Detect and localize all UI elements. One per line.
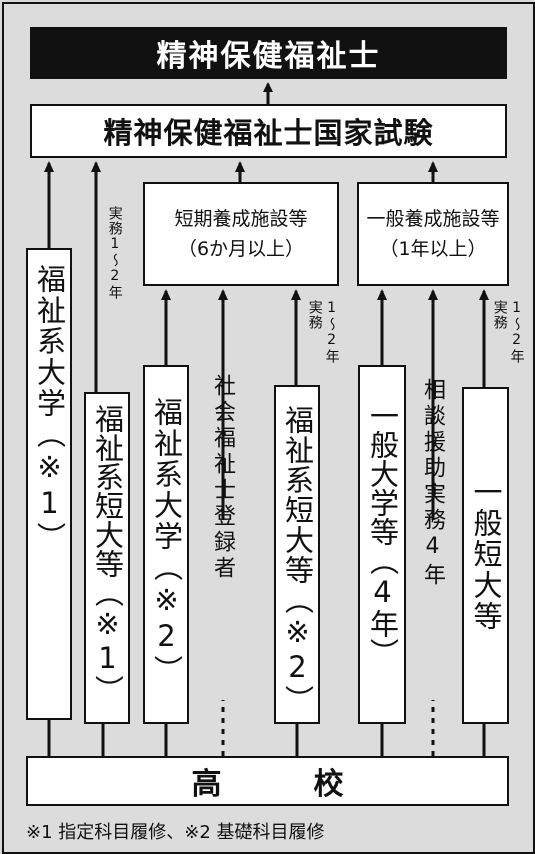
- general-facility-box: 一般養成施設等 （1年以上）: [357, 182, 509, 286]
- social-worker-label: 社会福祉士登録者: [210, 374, 235, 582]
- general-facility-line1: 一般養成施設等: [366, 208, 500, 230]
- general-univ-label: 一般大学等（4年）: [365, 401, 400, 667]
- short-facility-line1: 短期養成施設等: [174, 208, 308, 230]
- short-facility-line2: （6か月以上）: [177, 238, 305, 260]
- welfare-junior-1-box: 福祉系短大等（※1）: [84, 392, 130, 724]
- title-box: 精神保健福祉士: [30, 27, 507, 79]
- welfare-univ-2-label: 福祉系大学（※2）: [149, 397, 184, 686]
- general-junior-label: 一般短大等: [469, 477, 503, 632]
- welfare-junior-2-label: 福祉系短大等（※2）: [280, 405, 315, 715]
- welfare-univ-1-box: 福祉系大学（※1）: [26, 248, 72, 720]
- practice-note-general: 1〜2年 実務: [491, 300, 525, 364]
- school-char-2: 校: [313, 767, 344, 802]
- title-text: 精神保健福祉士: [156, 39, 381, 74]
- high-school-box: 高 校: [26, 756, 509, 806]
- welfare-univ-1-label: 福祉系大学（※1）: [32, 264, 67, 553]
- general-facility-line2: （1年以上）: [379, 238, 487, 260]
- general-junior-box: 一般短大等: [462, 387, 509, 724]
- exam-box: 精神保健福祉士国家試験: [30, 104, 507, 158]
- practice-note-short: 1〜2年 実務: [306, 300, 340, 364]
- short-facility-box: 短期養成施設等 （6か月以上）: [143, 182, 339, 286]
- general-univ-box: 一般大学等（4年）: [358, 365, 406, 724]
- welfare-junior-2-box: 福祉系短大等（※2）: [274, 385, 320, 724]
- counseling-label: 相談援助実務4年: [420, 378, 445, 589]
- welfare-junior-1-label: 福祉系短大等（※1）: [90, 404, 125, 704]
- practice-note-exam: 実務1〜2年: [106, 206, 123, 300]
- footnote: ※1 指定科目履修、※2 基礎科目履修: [26, 822, 325, 843]
- exam-text: 精神保健福祉士国家試験: [103, 116, 434, 150]
- welfare-univ-2-box: 福祉系大学（※2）: [143, 365, 189, 724]
- school-char-1: 高: [191, 767, 222, 802]
